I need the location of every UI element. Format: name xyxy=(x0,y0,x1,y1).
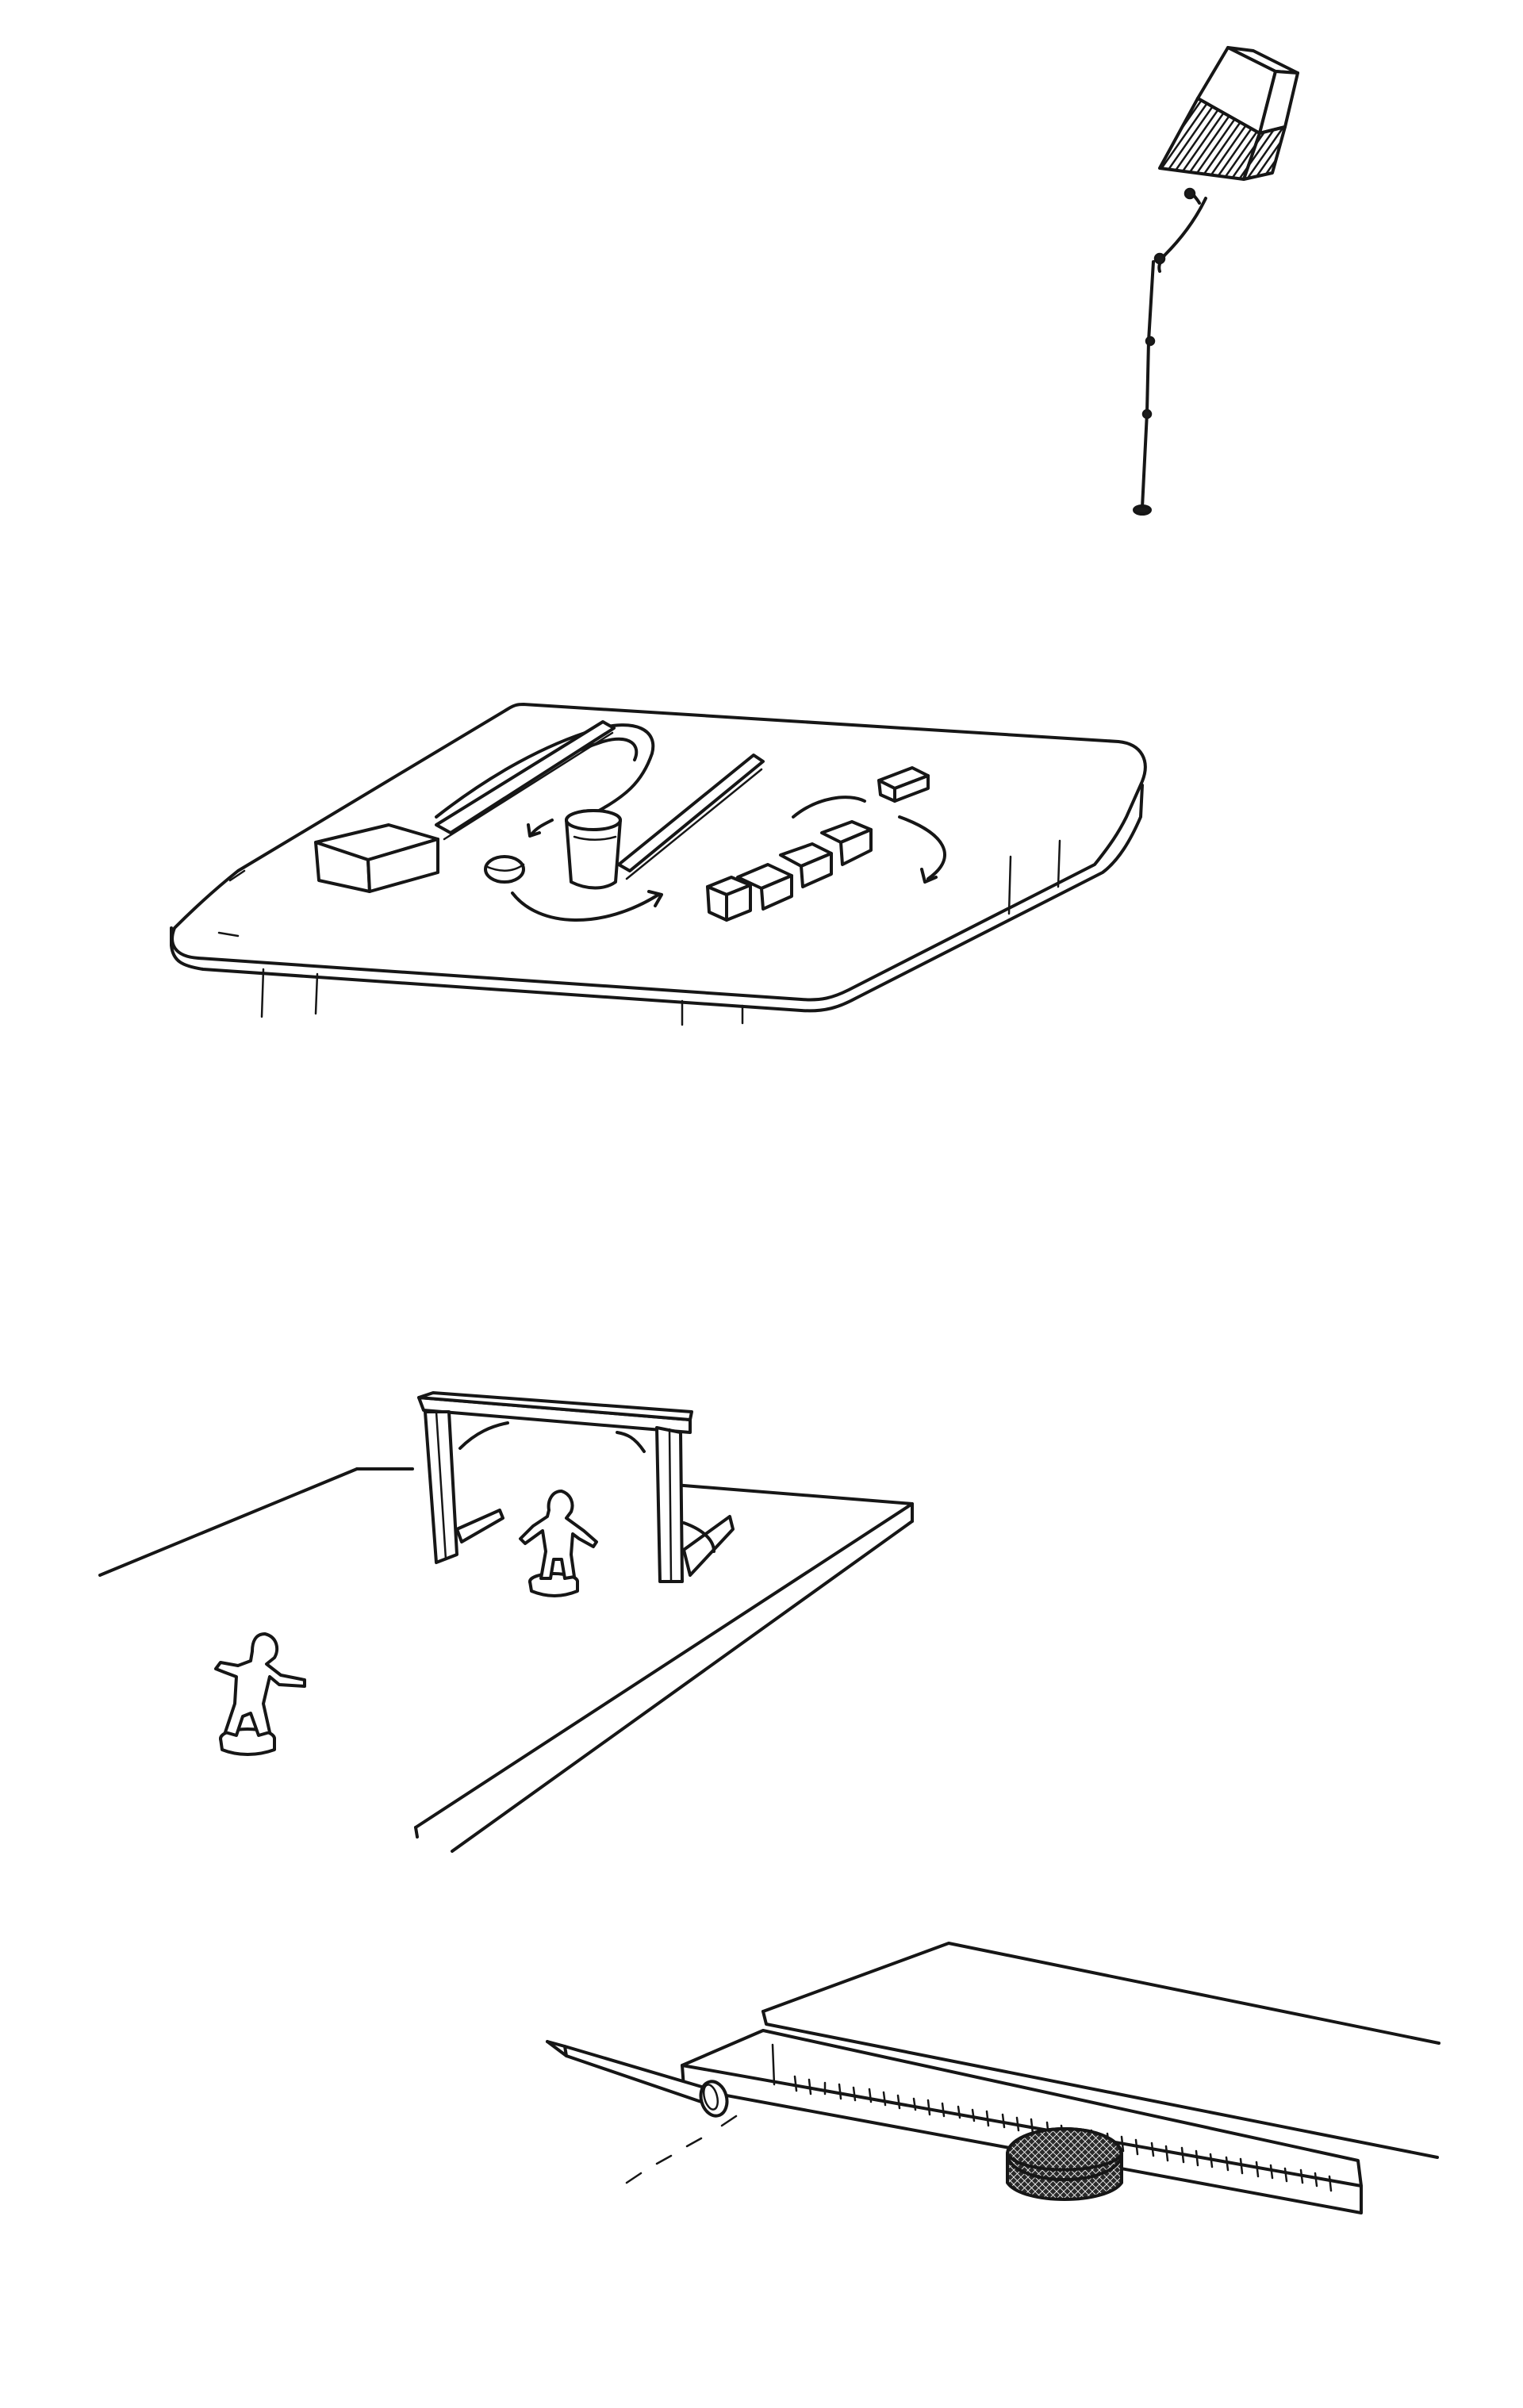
tabletop-track-sketch xyxy=(170,703,1147,1026)
puck xyxy=(1006,2127,1123,2201)
ruler xyxy=(681,2029,1363,2214)
figurines-arch-sketch xyxy=(98,1391,914,1853)
curved-track xyxy=(435,720,765,880)
arch-frame xyxy=(417,1391,735,1583)
domino-blocks xyxy=(706,766,930,922)
figurine-left xyxy=(214,1632,306,1756)
flat-table xyxy=(98,1467,359,1577)
pendulum-chain xyxy=(1133,187,1207,516)
large-block xyxy=(314,823,439,893)
cup xyxy=(565,809,622,890)
dashed-line xyxy=(625,2115,738,2184)
nail xyxy=(546,2040,729,2118)
figurine-near-arch xyxy=(519,1490,598,1597)
hanging-eraser-sketch xyxy=(1133,46,1299,516)
eraser-block xyxy=(1158,46,1299,181)
ruler-nail-puck-sketch xyxy=(546,1942,1441,2214)
ball xyxy=(484,855,525,884)
board xyxy=(762,1942,1441,2045)
